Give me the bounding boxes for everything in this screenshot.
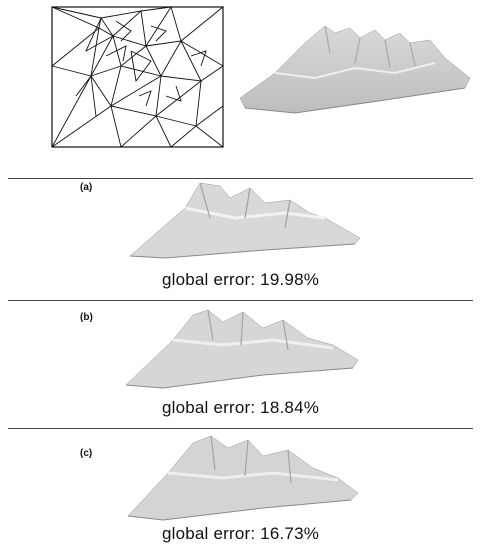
divider-c bbox=[8, 428, 473, 429]
panel-label-a: (a) bbox=[80, 182, 93, 193]
divider-b bbox=[8, 300, 473, 301]
caption-a: global error: 19.98% bbox=[161, 270, 320, 289]
original-terrain-render bbox=[235, 18, 475, 118]
panel-label-b: (b) bbox=[80, 312, 93, 323]
caption-c: global error: 16.73% bbox=[161, 524, 320, 543]
triangulation-mesh bbox=[51, 6, 224, 148]
divider-a bbox=[8, 178, 473, 179]
terrain-render-c bbox=[123, 428, 363, 523]
terrain-render-b bbox=[123, 300, 363, 390]
caption-b: global error: 18.84% bbox=[161, 398, 320, 417]
terrain-render-a bbox=[125, 178, 365, 263]
panel-label-c: (c) bbox=[80, 448, 93, 459]
